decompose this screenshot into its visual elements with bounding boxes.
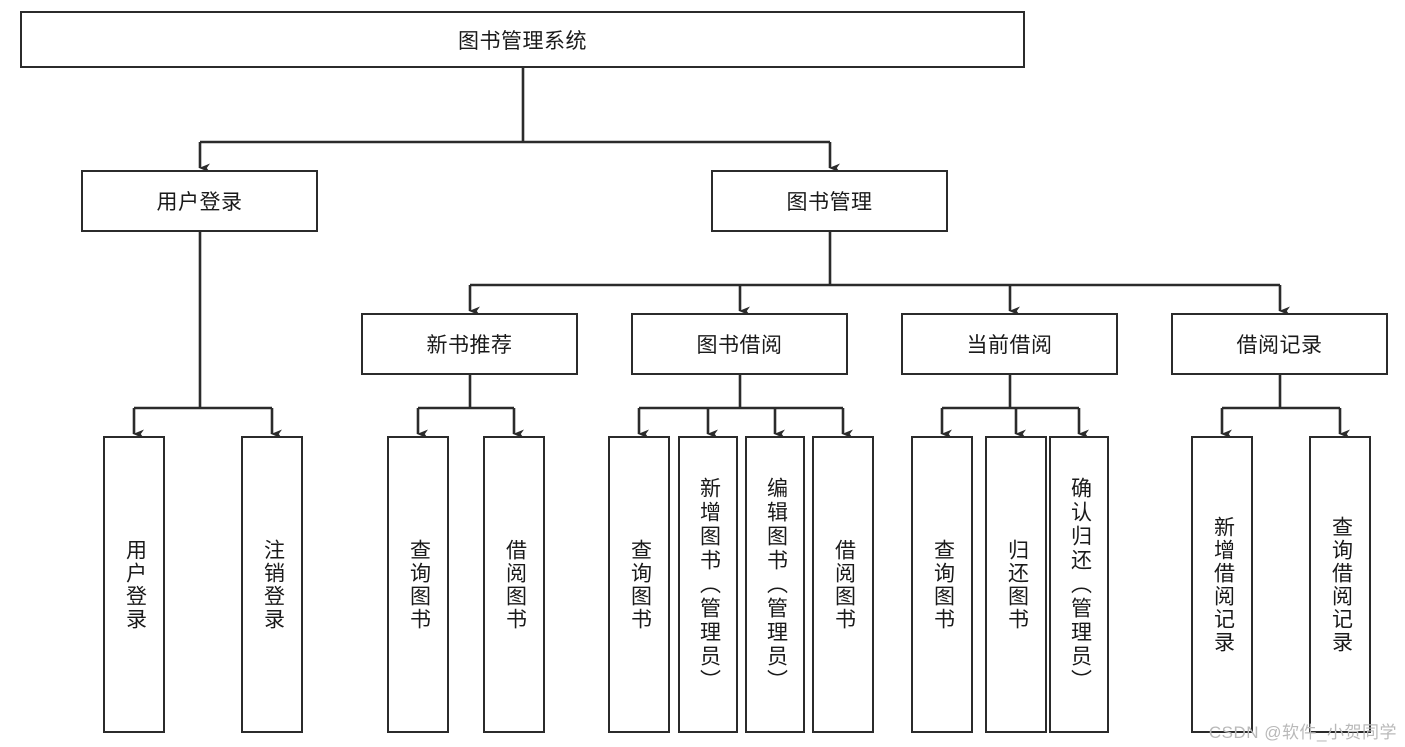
node-label: 借阅记录 [1236, 334, 1323, 357]
node-label: 借阅图书 [832, 538, 856, 631]
node-leaf_query_book_1[interactable]: 查询图书 [387, 436, 449, 733]
node-label: 新书推荐 [426, 334, 513, 357]
node-leaf_borrow_book_1[interactable]: 借阅图书 [483, 436, 545, 733]
node-leaf_confirm_return[interactable]: 确认归还（管理员） [1049, 436, 1109, 733]
node-new_book_rec[interactable]: 新书推荐 [361, 313, 578, 375]
node-label: 查询借阅记录 [1329, 515, 1353, 654]
node-label: 新增借阅记录 [1211, 515, 1235, 654]
node-label: 图书管理 [786, 191, 873, 214]
node-current_borrow[interactable]: 当前借阅 [901, 313, 1118, 375]
node-root[interactable]: 图书管理系统 [20, 11, 1025, 68]
node-label: 编辑图书（管理员） [764, 476, 788, 693]
node-leaf_user_logout[interactable]: 注销登录 [241, 436, 303, 733]
node-leaf_borrow_book_2[interactable]: 借阅图书 [812, 436, 874, 733]
node-label: 注销登录 [261, 538, 285, 631]
node-book_borrow[interactable]: 图书借阅 [631, 313, 848, 375]
node-label: 当前借阅 [966, 334, 1053, 357]
node-user_login[interactable]: 用户登录 [81, 170, 318, 232]
node-leaf_query_book_2[interactable]: 查询图书 [608, 436, 670, 733]
node-label: 归还图书 [1005, 538, 1029, 631]
node-leaf_query_record[interactable]: 查询借阅记录 [1309, 436, 1371, 733]
node-borrow_record[interactable]: 借阅记录 [1171, 313, 1388, 375]
node-label: 新增图书（管理员） [697, 476, 721, 693]
node-leaf_user_login[interactable]: 用户登录 [103, 436, 165, 733]
edges-group [132, 68, 1350, 439]
node-leaf_return_book[interactable]: 归还图书 [985, 436, 1047, 733]
node-label: 用户登录 [156, 191, 243, 214]
node-label: 查询图书 [407, 538, 431, 631]
node-leaf_query_book_3[interactable]: 查询图书 [911, 436, 973, 733]
node-leaf_edit_book[interactable]: 编辑图书（管理员） [745, 436, 805, 733]
node-book_manage[interactable]: 图书管理 [711, 170, 948, 232]
node-label: 确认归还（管理员） [1068, 476, 1092, 693]
node-leaf_add_record[interactable]: 新增借阅记录 [1191, 436, 1253, 733]
node-label: 查询图书 [931, 538, 955, 631]
node-label: 借阅图书 [503, 538, 527, 631]
node-label: 用户登录 [123, 538, 147, 631]
node-label: 查询图书 [628, 538, 652, 631]
watermark-label: CSDN @软件_小贺同学 [1208, 723, 1397, 742]
node-label: 图书管理系统 [458, 29, 587, 53]
node-label: 图书借阅 [696, 334, 783, 357]
node-leaf_add_book[interactable]: 新增图书（管理员） [678, 436, 738, 733]
